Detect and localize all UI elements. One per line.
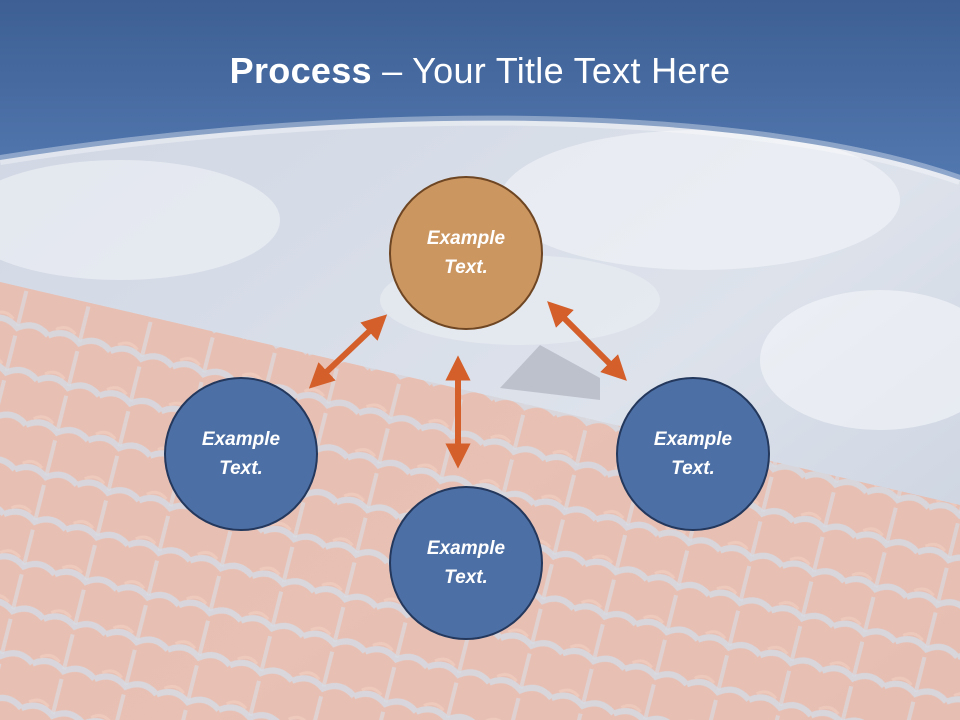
node-right[interactable]: Example Text.	[616, 377, 770, 531]
node-right-line1: Example	[653, 429, 733, 450]
node-top[interactable]: Example Text.	[389, 176, 543, 330]
node-top-line2: Text.	[444, 257, 488, 278]
slide-title: Process – Your Title Text Here	[0, 50, 960, 92]
node-bottom-line2: Text.	[444, 567, 488, 588]
node-left-line2: Text.	[219, 458, 263, 479]
title-rest: – Your Title Text Here	[371, 50, 731, 91]
node-left[interactable]: Example Text.	[164, 377, 318, 531]
node-bottom-line1: Example	[426, 538, 506, 559]
node-top-line1: Example	[426, 228, 506, 249]
node-right-line2: Text.	[671, 458, 715, 479]
title-bold: Process	[229, 50, 372, 91]
node-bottom[interactable]: Example Text.	[389, 486, 543, 640]
node-left-line1: Example	[201, 429, 281, 450]
